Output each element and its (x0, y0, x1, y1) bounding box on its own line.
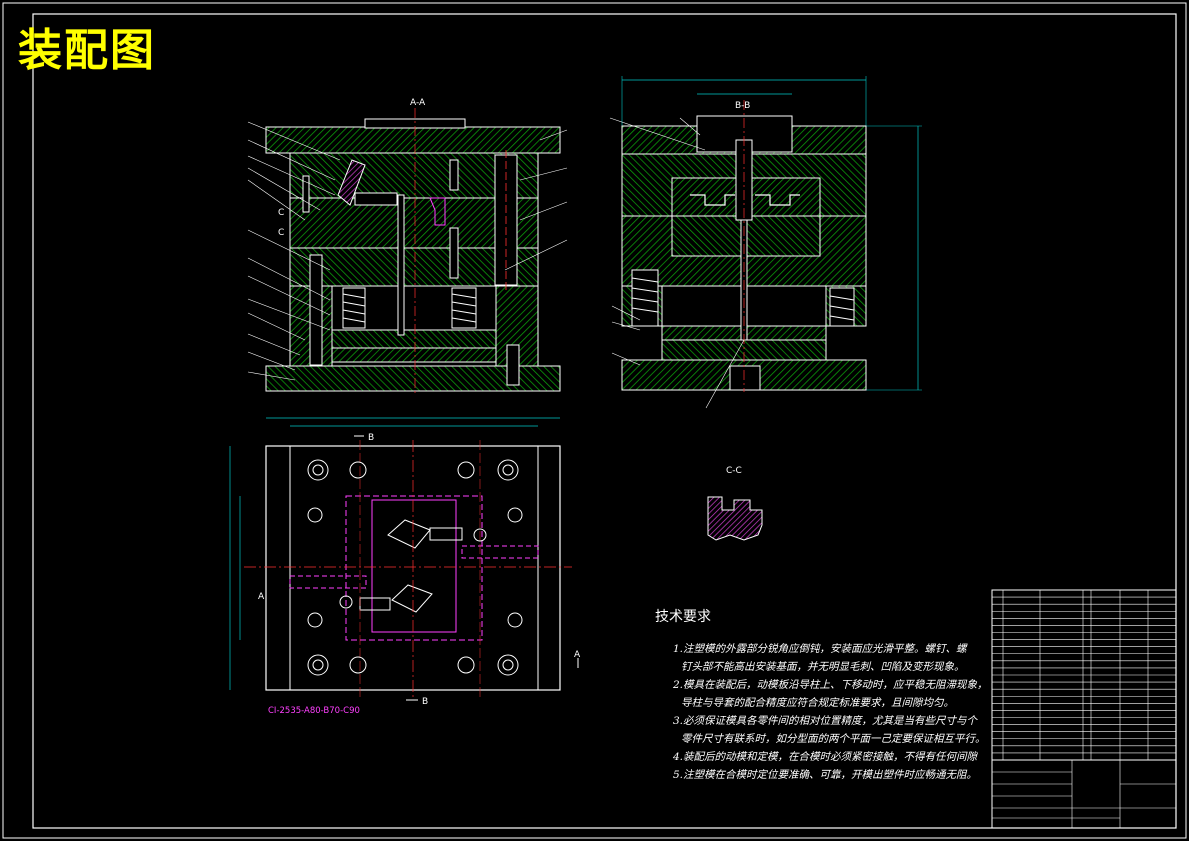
tech-line-1: 1.注塑模的外露部分锐角应倒钝，安装面应光滑平整。螺钉、螺 (673, 643, 967, 655)
cut-marker-c-lower: C (278, 228, 285, 238)
tech-line-6: 零件尺寸有联系时，如分型面的两个平面一己定要保证相互平行。 (681, 733, 986, 745)
cut-marker-b-bottom: B (422, 697, 429, 707)
technical-requirements: 技术要求 1.注塑模的外露部分锐角应倒钝，安装面应光滑平整。螺钉、螺 钉头部不能… (655, 606, 988, 784)
tech-line-3: 2.模具在装配后，动模板沿导柱上、下移动时，应平稳无阻滞现象， (673, 679, 988, 691)
cut-marker-b-top: B (368, 433, 375, 443)
tech-line-8: 5.注塑模在合模时定位要准确、可靠，开模出塑件时应畅通无阻。 (673, 769, 978, 781)
cut-marker-a-left: A (258, 592, 265, 602)
plan-view (229, 417, 579, 701)
section-aa-label: A-A (410, 98, 426, 108)
drawing-title: 装配图 (18, 25, 156, 76)
cut-marker-c-upper: C (278, 208, 285, 218)
plan-view-code: CI-2535-A80-B70-C90 (268, 706, 360, 716)
section-bb-label: B-B (735, 101, 751, 111)
tech-line-2: 钉头部不能高出安装基面，并无明显毛刺、凹陷及变形现象。 (681, 661, 965, 673)
tech-line-5: 3.必须保证模具各零件间的相对位置精度，尤其是当有些尺寸与个 (673, 715, 978, 727)
section-cc-view (707, 496, 763, 541)
inner-frame (32, 13, 1177, 829)
tech-line-7: 4.装配后的动模和定模，在合模时必须紧密接触，不得有任何间隙 (673, 751, 978, 763)
section-bb-view (609, 76, 922, 409)
tech-requirements-title: 技术要求 (655, 609, 711, 625)
tech-line-4: 导柱与导套的配合精度应符合规定标准要求，且间隙均匀。 (681, 697, 954, 709)
section-cc-label: C-C (726, 466, 742, 476)
title-block (991, 589, 1177, 829)
cut-marker-a-right: A (574, 650, 581, 660)
section-aa-view (247, 108, 568, 395)
